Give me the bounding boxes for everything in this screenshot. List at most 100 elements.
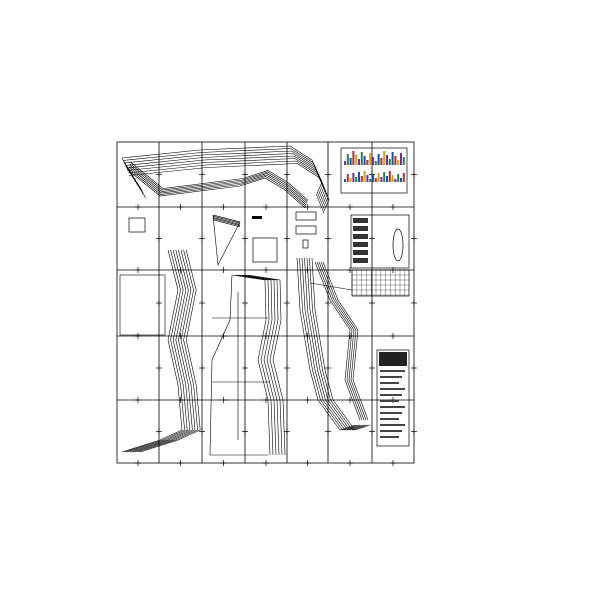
instruction-text-line <box>380 424 405 426</box>
table-row <box>353 234 368 239</box>
size-chart-bar <box>394 156 397 165</box>
waistband-piece <box>128 168 306 207</box>
pocket-piece <box>212 214 241 267</box>
size-chart-bar <box>397 174 400 182</box>
size-chart-bar <box>400 153 402 165</box>
back-leg-piece <box>140 249 201 453</box>
side-leg-piece <box>314 261 361 421</box>
size-chart-bar <box>400 178 402 182</box>
instruction-text-line <box>380 430 402 432</box>
size-chart-bar <box>352 173 355 182</box>
piece-label <box>295 225 317 235</box>
size-chart-bar <box>372 157 374 165</box>
waistband-piece <box>129 165 308 204</box>
waistband-piece <box>127 160 329 212</box>
waistband-end <box>131 173 139 187</box>
instruction-text-line <box>380 382 399 384</box>
size-chart-bar <box>349 158 352 165</box>
side-leg-piece <box>320 261 367 421</box>
size-chart-bar <box>363 156 366 165</box>
size-chart-bar <box>391 152 394 165</box>
hipline <box>309 282 353 291</box>
measurement-table <box>350 214 410 269</box>
waistband-piece <box>123 150 325 202</box>
front-leg-outline <box>209 274 268 456</box>
table-row <box>353 258 368 263</box>
size-chart-bar <box>388 159 391 165</box>
size-chart-bar <box>355 177 358 182</box>
alignment-marks <box>135 171 417 466</box>
pocket-piece <box>212 215 241 224</box>
side-leg-piece <box>296 257 356 431</box>
instruction-text-line <box>380 406 405 408</box>
size-chart-bar <box>402 157 405 165</box>
size-chart-bar <box>360 152 363 165</box>
size-chart-bar <box>380 177 383 182</box>
back-leg-piece <box>129 249 191 453</box>
waistband-end <box>139 185 146 199</box>
size-chart-bar <box>344 179 346 182</box>
pocket-piece <box>212 218 241 226</box>
front-leg-piece <box>246 274 286 456</box>
waistband-piece <box>126 158 328 209</box>
size-chart-bar <box>386 176 388 182</box>
back-leg-piece <box>132 249 193 453</box>
size-chart-bar <box>369 153 372 165</box>
size-chart-bar <box>346 154 349 165</box>
side-leg-piece <box>299 257 358 431</box>
waistband-piece <box>130 162 309 201</box>
pocket-piece <box>212 214 241 223</box>
side-leg-piece <box>301 257 361 431</box>
size-chart-bar <box>374 161 377 165</box>
pattern-box <box>119 274 166 336</box>
side-leg-piece <box>318 261 365 421</box>
logo-mark <box>252 216 262 219</box>
instructions-illustration <box>379 352 407 366</box>
instruction-text-line <box>380 388 405 390</box>
side-leg-piece <box>309 257 368 431</box>
size-chart-bar <box>388 171 391 182</box>
side-leg-piece <box>304 257 363 431</box>
front-leg-piece <box>240 274 280 456</box>
waistband-end <box>126 165 134 179</box>
side-leg-piece <box>316 261 363 421</box>
size-chart-bar <box>352 151 355 165</box>
table-row <box>353 226 368 231</box>
size-chart-bar <box>377 154 380 165</box>
waistband-piece <box>127 169 306 209</box>
instruction-text-line <box>380 376 402 378</box>
size-chart-bar <box>349 178 352 182</box>
waistband-piece <box>129 166 307 206</box>
size-chart-bar <box>369 179 372 182</box>
piece-label <box>295 211 317 221</box>
size-chart-bar <box>346 174 349 182</box>
size-grid-table <box>351 269 410 297</box>
label-box <box>128 217 146 233</box>
size-chart-bar <box>391 175 394 182</box>
pocket-piece <box>212 219 241 228</box>
size-chart-bar <box>355 155 358 165</box>
figure-diagram <box>392 228 404 262</box>
size-chart-box <box>340 147 408 194</box>
pocket-piece <box>212 217 241 225</box>
size-chart-bar <box>402 173 405 182</box>
instruction-text-line <box>380 412 402 414</box>
size-chart-bar <box>374 178 377 182</box>
table-row <box>353 250 368 255</box>
size-chart-bar <box>397 160 400 165</box>
size-chart-bar <box>358 172 360 182</box>
instruction-text-line <box>380 370 405 372</box>
waistband-end <box>124 161 131 175</box>
size-chart-bar <box>377 173 380 182</box>
size-chart-bar <box>386 155 388 165</box>
table-row <box>353 218 368 223</box>
pattern-pieces <box>119 145 371 456</box>
instruction-text-line <box>380 418 399 420</box>
size-chart-bar <box>360 176 363 182</box>
waistband-end <box>136 181 144 195</box>
instruction-text-line <box>380 394 402 396</box>
size-chart-bar <box>363 171 366 182</box>
waistband-end <box>134 177 141 191</box>
waistband-piece <box>124 153 326 204</box>
waistband-piece <box>121 145 323 197</box>
